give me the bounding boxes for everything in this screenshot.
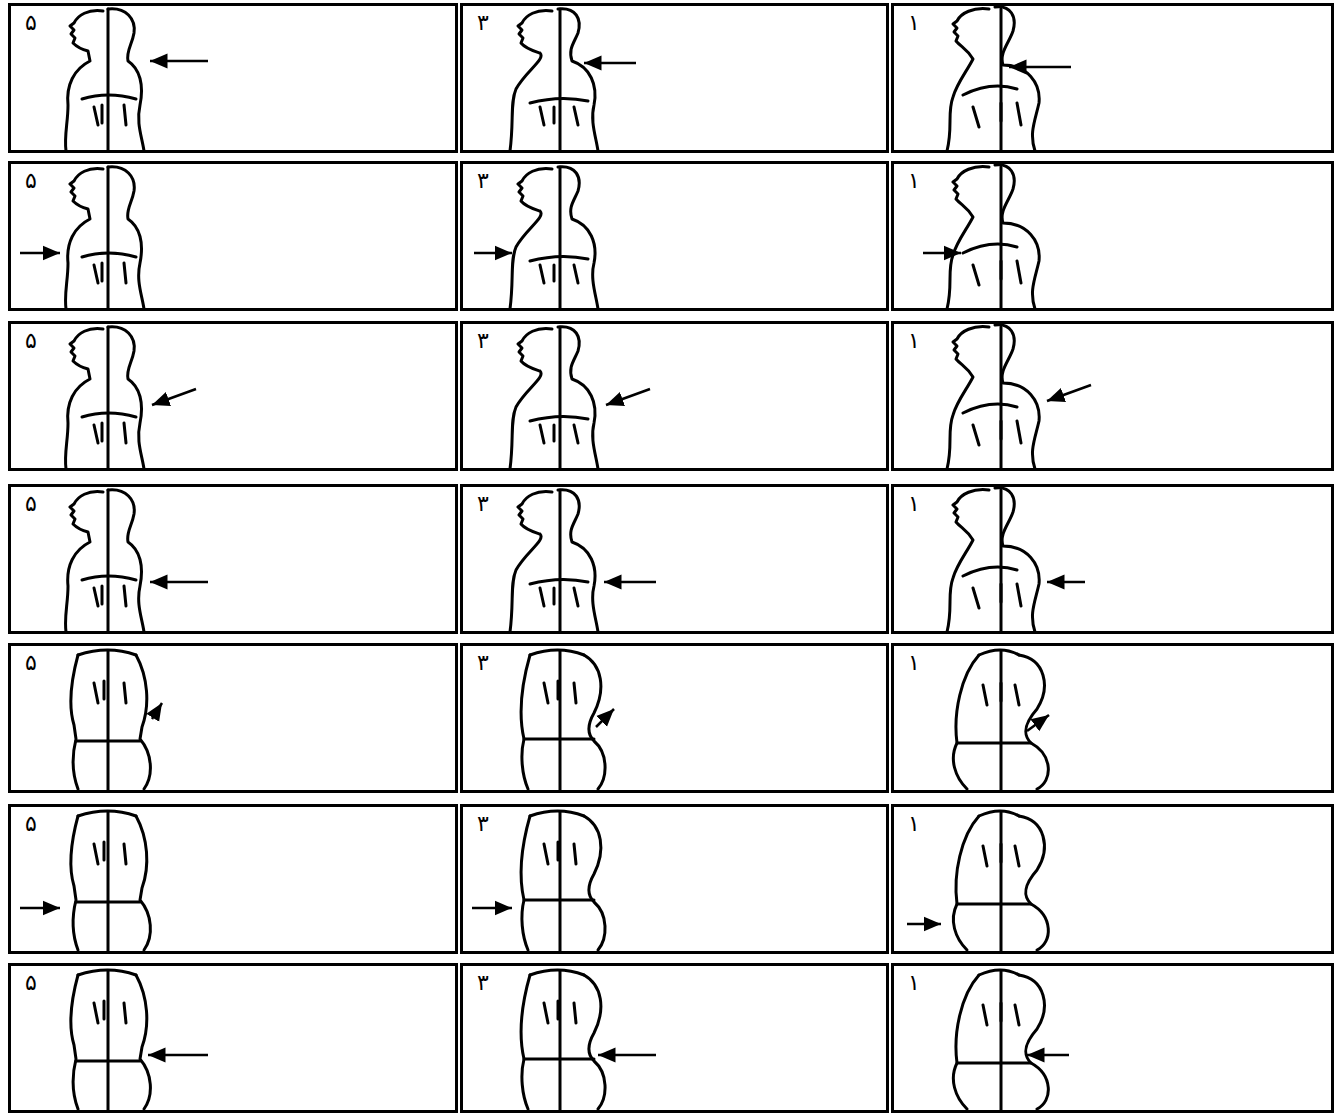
score-number: ۳ — [477, 330, 489, 352]
rating-cell: ۱ — [891, 643, 1334, 793]
rating-cell: ۱ — [891, 3, 1334, 153]
score-number: ۵ — [25, 170, 37, 192]
rating-cell: ۱ — [891, 161, 1334, 311]
score-number: ۱ — [908, 493, 920, 515]
rating-cell: ۳ — [460, 3, 889, 153]
rating-cell: ۱ — [891, 484, 1334, 634]
score-number: ۳ — [477, 813, 489, 835]
score-number: ۳ — [477, 170, 489, 192]
score-number: ۵ — [25, 330, 37, 352]
score-number: ۱ — [908, 972, 920, 994]
score-number: ۱ — [908, 652, 920, 674]
rating-cell: ۵ — [8, 643, 458, 793]
rating-cell: ۳ — [460, 161, 889, 311]
score-number: ۳ — [477, 652, 489, 674]
rating-cell: ۵ — [8, 484, 458, 634]
rating-cell: ۳ — [460, 963, 889, 1113]
rating-cell: ۳ — [460, 804, 889, 954]
rating-cell: ۱ — [891, 321, 1334, 471]
score-number: ۱ — [908, 330, 920, 352]
score-number: ۱ — [908, 12, 920, 34]
rating-cell: ۱ — [891, 804, 1334, 954]
score-number: ۵ — [25, 12, 37, 34]
score-number: ۳ — [477, 972, 489, 994]
rating-cell: ۵ — [8, 804, 458, 954]
rating-cell: ۵ — [8, 321, 458, 471]
score-number: ۳ — [477, 493, 489, 515]
rating-cell: ۳ — [460, 643, 889, 793]
score-number: ۵ — [25, 972, 37, 994]
score-number: ۱ — [908, 813, 920, 835]
rating-cell: ۵ — [8, 963, 458, 1113]
rating-cell: ۳ — [460, 484, 889, 634]
score-number: ۵ — [25, 652, 37, 674]
rating-cell: ۵ — [8, 3, 458, 153]
rating-cell: ۱ — [891, 963, 1334, 1113]
score-number: ۵ — [25, 813, 37, 835]
rating-cell: ۳ — [460, 321, 889, 471]
rating-cell: ۵ — [8, 161, 458, 311]
score-number: ۵ — [25, 493, 37, 515]
score-number: ۳ — [477, 12, 489, 34]
score-number: ۱ — [908, 170, 920, 192]
